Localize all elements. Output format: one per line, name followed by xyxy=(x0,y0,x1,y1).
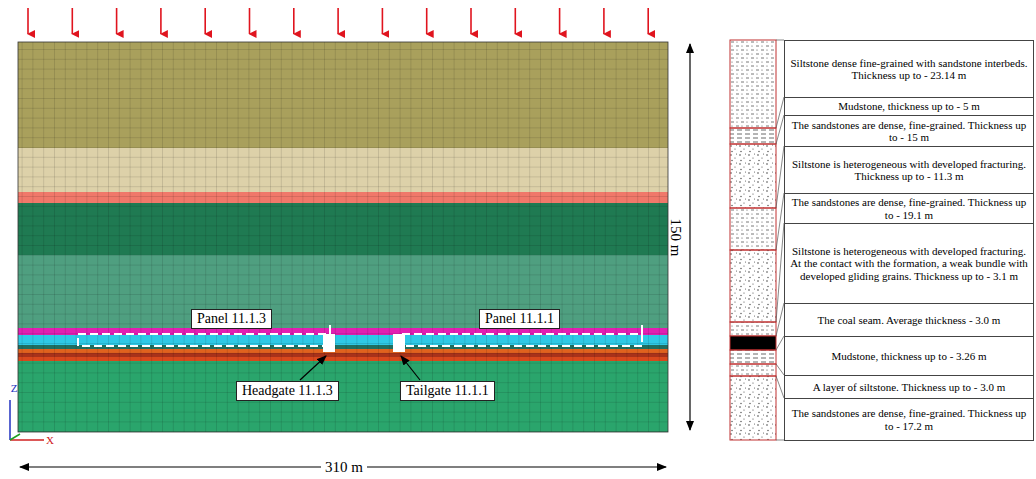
load-arrow xyxy=(293,8,295,34)
node-text: Mudstone, thickness up to - 5 m xyxy=(838,100,979,113)
stratum-description: Mudstone, thickness up to - 3.26 m xyxy=(784,336,1034,376)
load-arrow xyxy=(470,8,472,34)
node-text: A layer of siltstone. Thickness up to - … xyxy=(813,381,1006,394)
dimension-label: 150 m xyxy=(667,218,684,256)
load-arrow xyxy=(116,8,118,34)
node-text: Panel 11.1.1 xyxy=(485,311,554,326)
load-arrow xyxy=(27,8,29,34)
load-arrow xyxy=(72,8,74,34)
tie-line xyxy=(776,364,784,375)
tie-line xyxy=(776,40,784,41)
tie-line xyxy=(776,440,784,441)
axis-label: Z xyxy=(11,382,18,394)
stratum-description: Siltstone dense fine-grained with sandst… xyxy=(784,40,1034,98)
node-text: Headgate 11.1.3 xyxy=(242,383,333,398)
node-text: Siltstone is heterogeneous with develope… xyxy=(789,245,1029,283)
panel-label: Panel 11.1.1 xyxy=(479,309,560,329)
node-text: The sandstones are dense, fine-grained. … xyxy=(789,407,1029,432)
tie-line xyxy=(776,376,784,398)
load-arrow xyxy=(204,8,206,34)
gateway-label: Headgate 11.1.3 xyxy=(236,381,339,401)
stratum-description: The sandstones are dense, fine-grained. … xyxy=(784,115,1034,147)
node-text: Siltstone dense fine-grained with sandst… xyxy=(789,57,1029,82)
node-text: Siltstone is heterogeneous with develope… xyxy=(789,158,1029,183)
node-text: Panel 11.1.3 xyxy=(197,311,266,326)
load-arrow xyxy=(559,8,561,34)
stratum-description: The sandstones are dense, fine-grained. … xyxy=(784,398,1034,441)
tie-line xyxy=(776,115,784,144)
tie-line xyxy=(776,97,784,128)
tie-line xyxy=(776,336,784,350)
panel-label: Panel 11.1.3 xyxy=(191,309,272,329)
tie-line xyxy=(776,303,784,336)
load-arrow xyxy=(337,8,339,34)
load-arrow xyxy=(514,8,516,34)
load-arrow xyxy=(160,8,162,34)
load-arrow xyxy=(603,8,605,34)
node-text: Mudstone, thickness up to - 3.26 m xyxy=(831,350,986,363)
stratum-description: The coal seam. Average thickness - 3.0 m xyxy=(784,303,1034,337)
stratum-description: Siltstone is heterogeneous with develope… xyxy=(784,223,1034,304)
stratum-description: Mudstone, thickness up to - 5 m xyxy=(784,97,1034,116)
node-text: Tailgate 11.1.1 xyxy=(406,383,489,398)
node-text: The sandstones are dense, fine-grained. … xyxy=(789,119,1029,144)
load-arrow xyxy=(382,8,384,34)
tie-line xyxy=(776,146,784,208)
node-text: The sandstones are dense, fine-grained. … xyxy=(789,196,1029,221)
load-arrow xyxy=(647,8,649,34)
stratum-description: The sandstones are dense, fine-grained. … xyxy=(784,193,1034,224)
gateway-label: Tailgate 11.1.1 xyxy=(400,381,495,401)
node-text: The coal seam. Average thickness - 3.0 m xyxy=(818,314,1001,327)
load-arrow xyxy=(426,8,428,34)
dimension-label: 310 m xyxy=(321,459,367,476)
stratum-description: Siltstone is heterogeneous with develope… xyxy=(784,146,1034,194)
load-arrow xyxy=(249,8,251,34)
axis-label: X xyxy=(46,434,54,446)
stratum-description: A layer of siltstone. Thickness up to - … xyxy=(784,375,1034,399)
